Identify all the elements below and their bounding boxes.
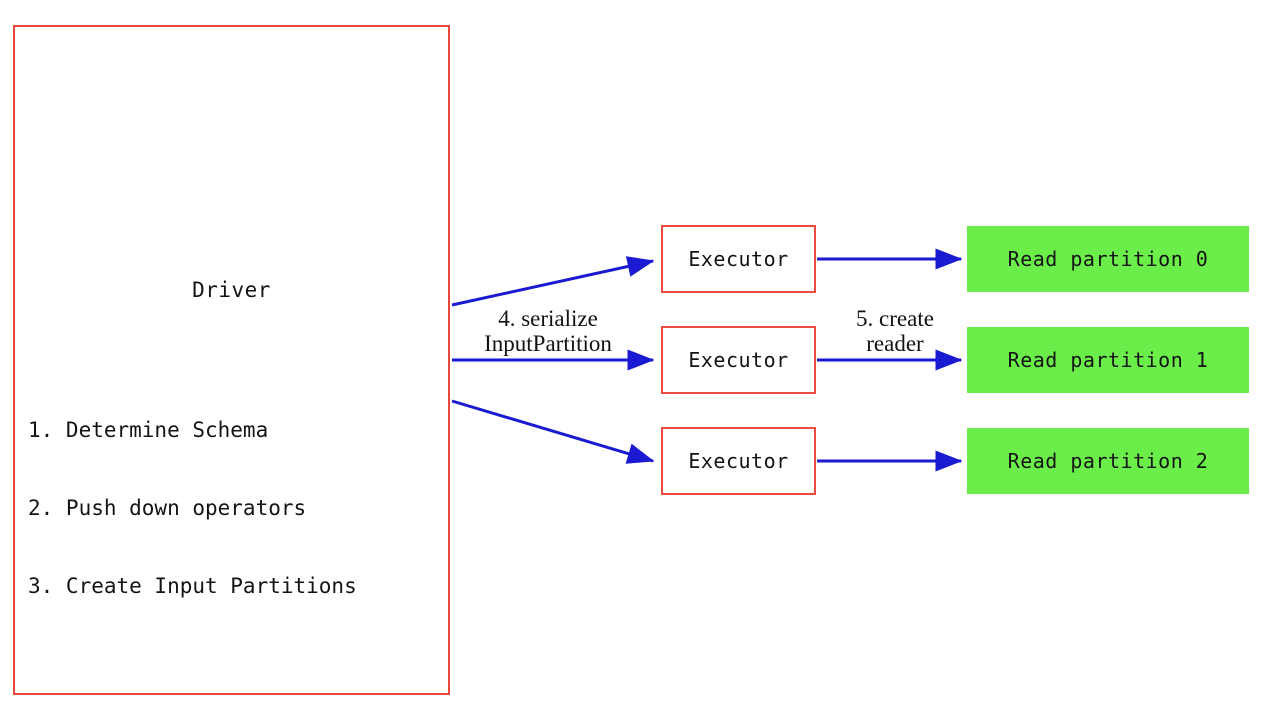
- edge-label-serialize-line-1: 4. serialize: [498, 306, 598, 331]
- driver-step-3: 3. Create Input Partitions: [28, 574, 357, 598]
- read-partition-box-2: Read partition 2: [967, 428, 1249, 494]
- read-partition-box-1: Read partition 1: [967, 327, 1249, 393]
- arrow-driver-to-executor-0: [451, 256, 655, 307]
- executor-box-0: Executor: [661, 225, 816, 293]
- read-partition-box-0: Read partition 0: [967, 226, 1249, 292]
- driver-step-2: 2. Push down operators: [28, 496, 307, 520]
- executor-label-1: Executor: [688, 348, 789, 372]
- edge-label-serialize-input-partition: 4. serialize InputPartition: [458, 306, 638, 356]
- edge-label-serialize-line-2: InputPartition: [484, 331, 612, 356]
- edge-label-create-reader-line-1: 5. create: [856, 306, 934, 331]
- driver-step-1: 1. Determine Schema: [28, 418, 269, 442]
- executor-label-2: Executor: [688, 449, 789, 473]
- read-partition-label-1: Read partition 1: [1007, 348, 1209, 372]
- read-partition-label-2: Read partition 2: [1007, 449, 1209, 473]
- driver-steps-list: 1. Determine Schema 2. Push down operato…: [28, 365, 357, 651]
- executor-label-0: Executor: [688, 247, 789, 271]
- driver-title: Driver: [192, 278, 271, 302]
- read-partition-label-0: Read partition 0: [1007, 247, 1209, 271]
- edge-label-create-reader-line-2: reader: [866, 331, 924, 356]
- arrow-driver-to-executor-2: [451, 399, 655, 464]
- executor-box-1: Executor: [661, 326, 816, 394]
- driver-box: [13, 25, 450, 695]
- executor-box-2: Executor: [661, 427, 816, 495]
- edge-label-create-reader: 5. create reader: [825, 306, 965, 356]
